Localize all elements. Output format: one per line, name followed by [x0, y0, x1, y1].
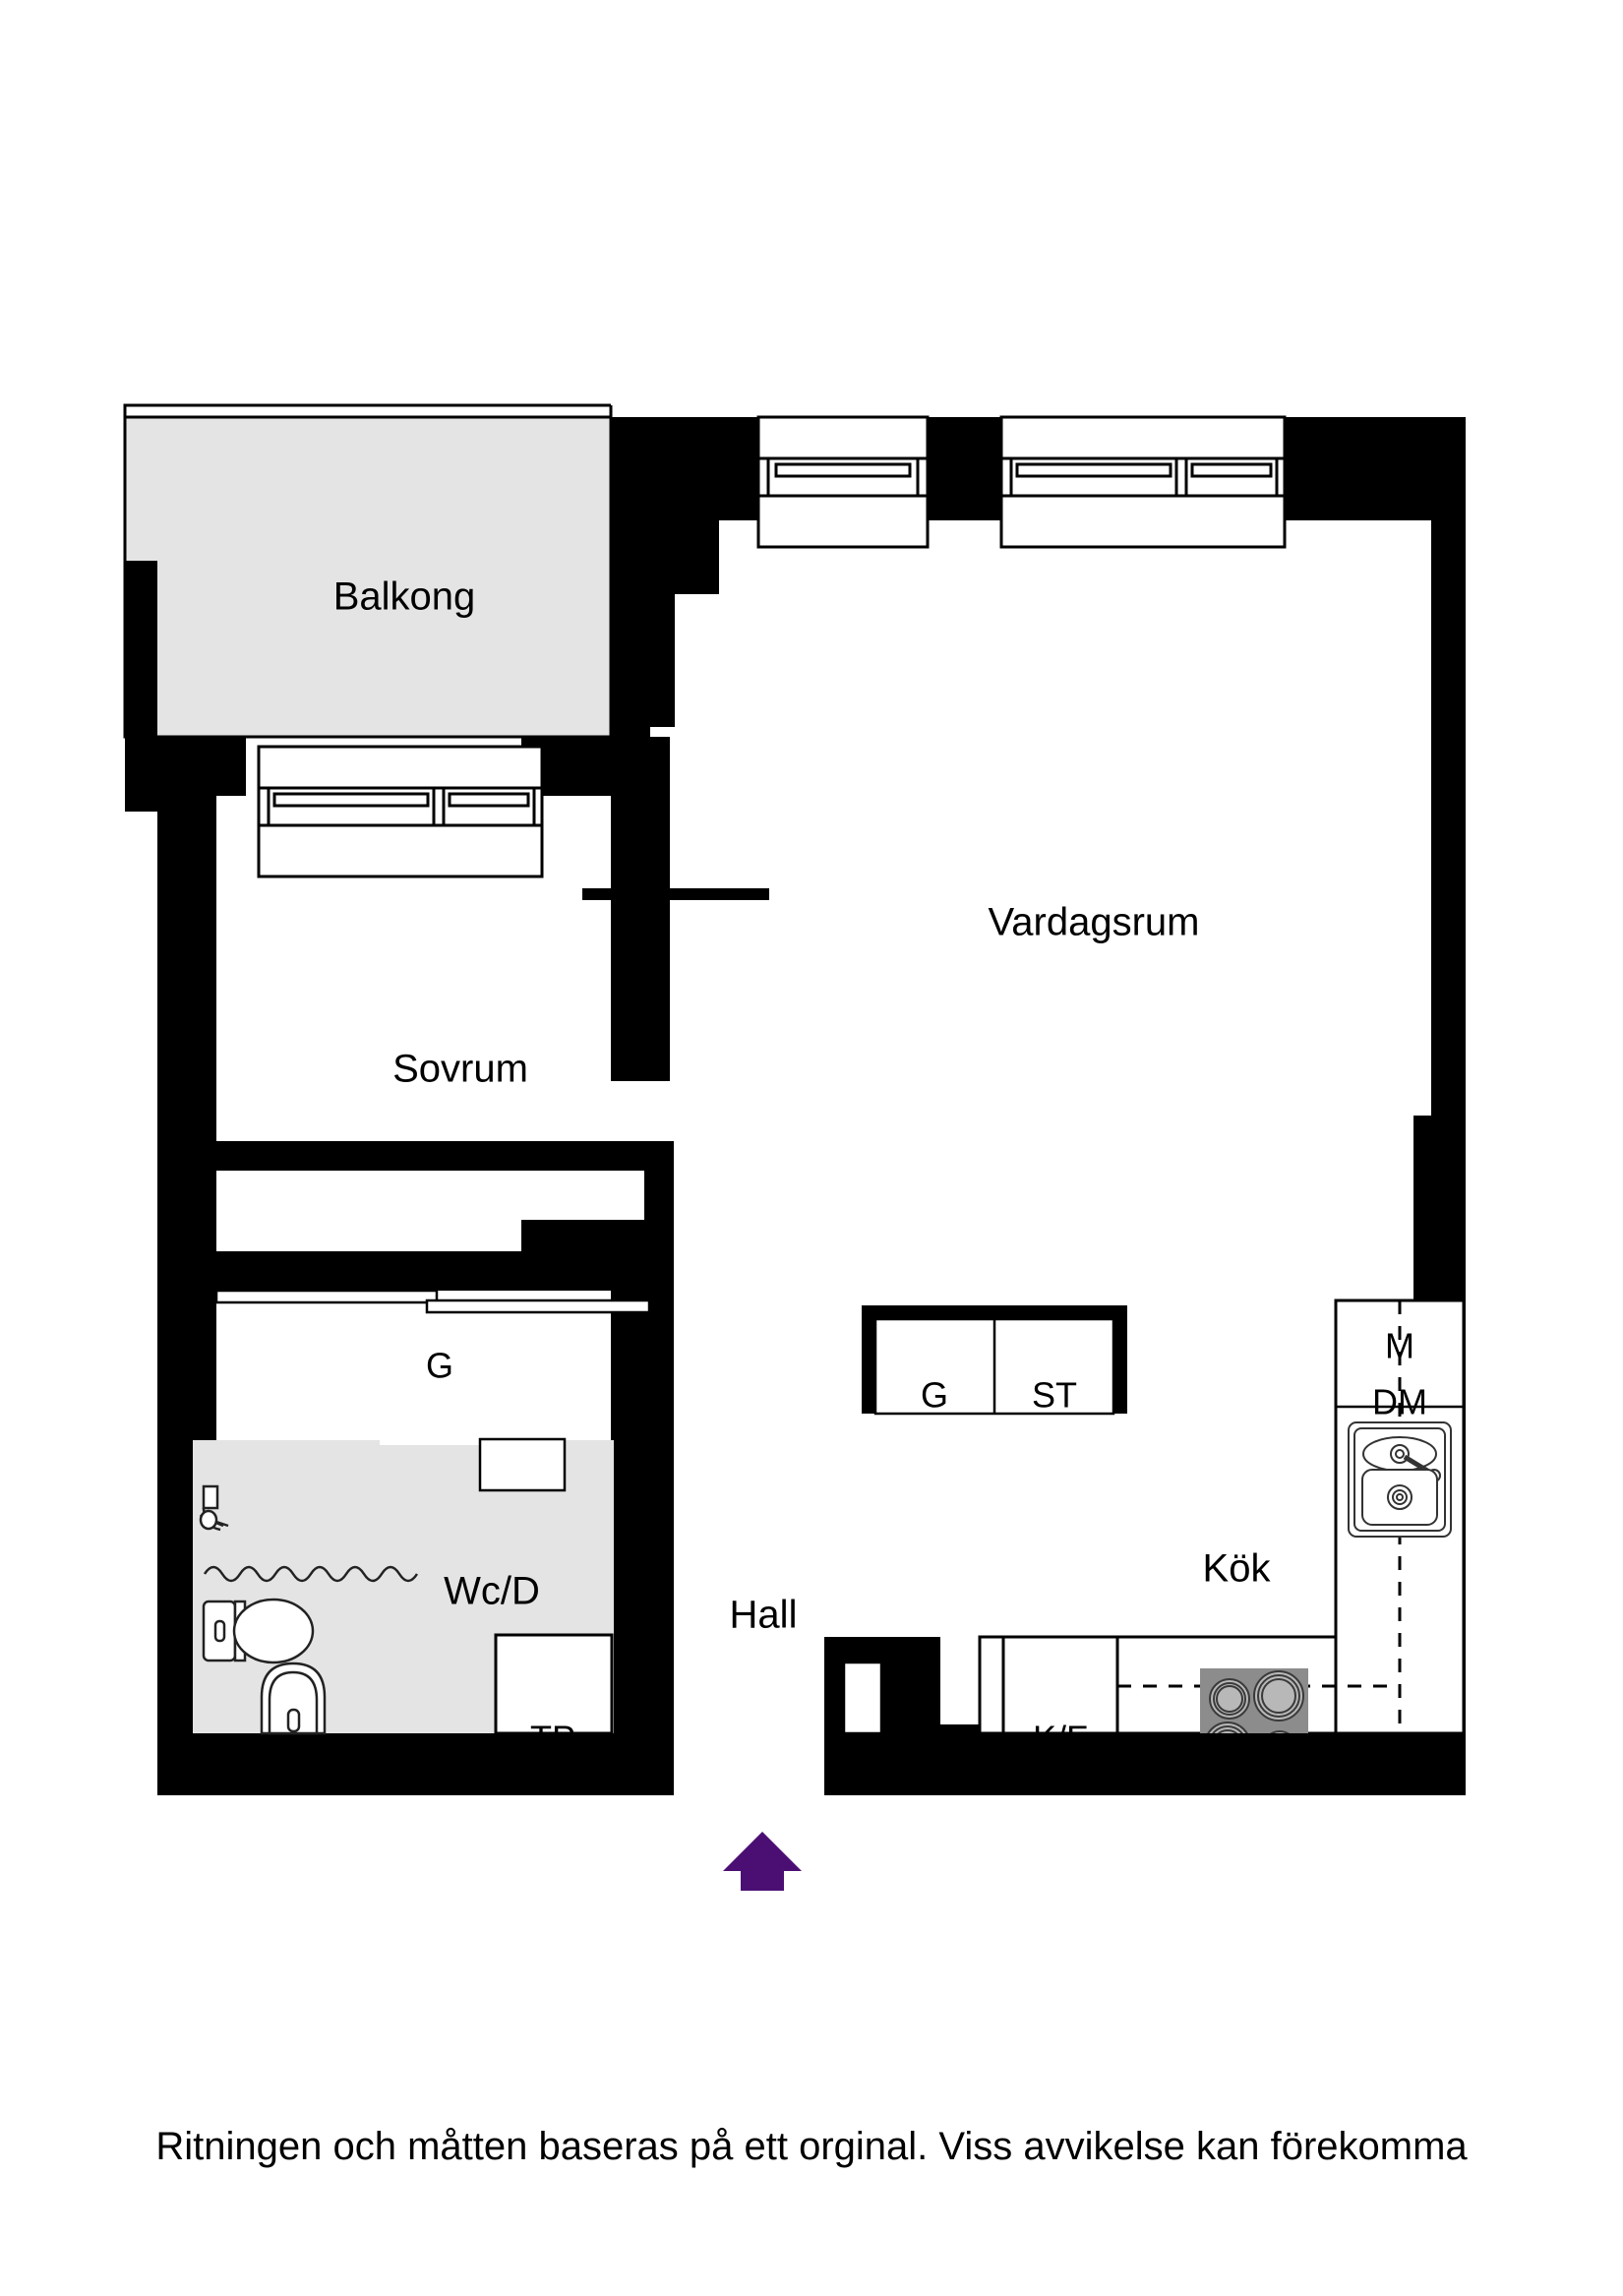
- toilet-fixture: [202, 1598, 315, 1664]
- entry-arrow: [723, 1832, 802, 1891]
- shower-curtain-fixture: [203, 1565, 419, 1583]
- g-st-closet-unit: [862, 1305, 1127, 1416]
- storage-label-microwave: M: [1385, 1326, 1414, 1366]
- window-living-top-right: [999, 415, 1287, 549]
- floor-drain-fixture: [260, 1662, 327, 1735]
- room-label-vardagsrum: Vardagsrum: [989, 901, 1200, 944]
- storage-label-dishwasher: DM: [1372, 1382, 1427, 1422]
- window-living-top-left: [756, 415, 930, 549]
- room-label-kok: Kök: [1203, 1547, 1272, 1591]
- kitchen-sink-fixture: [1348, 1421, 1452, 1538]
- storage-label-kf-fridge: K/F: [1033, 1719, 1088, 1759]
- room-label-sovrum: Sovrum: [392, 1048, 528, 1091]
- storage-label-tp-closet: TP: [530, 1719, 575, 1759]
- entry-door-reveal: [842, 1661, 883, 1735]
- tp-closet: [494, 1633, 614, 1735]
- bottom-wall-overlay: [824, 1733, 1466, 1795]
- room-label-balkong: Balkong: [333, 575, 476, 619]
- doorway-openings: [380, 1414, 567, 1492]
- room-label-wc-d: Wc/D: [444, 1570, 540, 1613]
- storage-label-g-closet: G: [921, 1375, 948, 1416]
- storage-label-g-hall: G: [426, 1346, 453, 1386]
- storage-label-st-closet: ST: [1032, 1375, 1077, 1416]
- balcony-area: [123, 403, 613, 739]
- wash-basin-fixture: [199, 1484, 229, 1532]
- room-label-hall: Hall: [730, 1594, 798, 1637]
- window-bedroom: [257, 745, 544, 878]
- plan-caption: Ritningen och måtten baseras på ett orgi…: [155, 2125, 1468, 2168]
- g-closet-sliding-door: [214, 1289, 651, 1314]
